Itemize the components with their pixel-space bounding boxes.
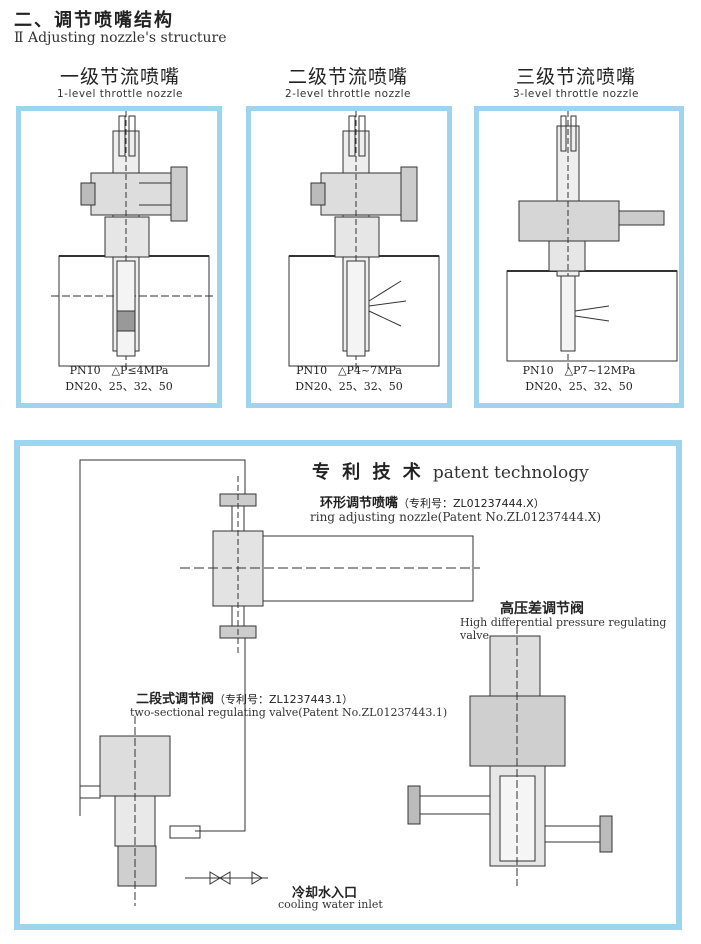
two-section-patent: （专利号：ZL1237443.1） (214, 693, 354, 706)
nozzle-3-spec-pressure: PN10 △P7~12MPa (522, 364, 636, 377)
ring-nozzle-en: ring adjusting nozzle(Patent No.ZL012374… (310, 510, 602, 524)
nozzle-1-spec-pressure: PN10 △P≤4MPa (69, 364, 169, 377)
nozzle-2-subtitle: 2-level throttle nozzle (285, 88, 411, 100)
patent-title-cn: 专 利 技 术 (312, 462, 424, 483)
patent-title-en: patent technology (432, 463, 589, 483)
ring-nozzle-label: 环形调节喷嘴（专利号：ZL01237444.X） (320, 492, 545, 511)
nozzle-2-spec-pressure: PN10 △P4~7MPa (296, 364, 402, 377)
patent-drawings (79, 459, 613, 906)
section-title: 二、调节喷嘴结构 (14, 10, 174, 31)
nozzle-2-panel: PN10 △P4~7MPa DN20、25、32、50 (246, 106, 452, 408)
nozzle-1-title: 一级节流喷嘴 (59, 66, 180, 88)
two-section-cn: 二段式调节阀 (136, 692, 215, 707)
hdp-valve-en: High differential pressure regulating va… (460, 616, 667, 642)
nozzle-3-spec-dn: DN20、25、32、50 (525, 380, 633, 393)
cooling-inlet-cn: 冷却水入口 (292, 886, 358, 901)
nozzle-2-spec-dn: DN20、25、32、50 (295, 380, 403, 393)
nozzle-1-drawing (51, 111, 216, 371)
patent-panel: 专 利 技 术 patent technology 环形调节喷嘴（专利号：ZL0… (14, 440, 682, 930)
nozzle-3-panel: PN10 △P7~12MPa DN20、25、32、50 (474, 106, 684, 408)
cooling-inlet-en: cooling water inlet (278, 898, 383, 911)
nozzle-1-subtitle: 1-level throttle nozzle (57, 88, 183, 100)
nozzle-3-drawing (506, 111, 678, 371)
nozzle-2-drawing (288, 111, 440, 371)
two-section-label: 二段式调节阀（专利号：ZL1237443.1） (136, 688, 353, 707)
ring-nozzle-patent: （专利号：ZL01237444.X） (398, 497, 545, 510)
nozzle-3-title: 三级节流喷嘴 (515, 66, 636, 88)
two-section-en: two-sectional regulating valve(Patent No… (130, 706, 448, 719)
patent-title: 专 利 技 术 patent technology (312, 458, 589, 484)
nozzle-1-panel: PN10 △P≤4MPa DN20、25、32、50 (16, 106, 222, 408)
nozzle-3-subtitle: 3-level throttle nozzle (513, 88, 639, 100)
nozzle-1-spec-dn: DN20、25、32、50 (65, 380, 173, 393)
hdp-valve-cn: 高压差调节阀 (500, 601, 584, 617)
section-subtitle: Ⅱ Adjusting nozzle's structure (14, 30, 227, 46)
nozzle-2-title: 二级节流喷嘴 (287, 66, 408, 88)
ring-nozzle-cn: 环形调节喷嘴 (320, 496, 399, 511)
